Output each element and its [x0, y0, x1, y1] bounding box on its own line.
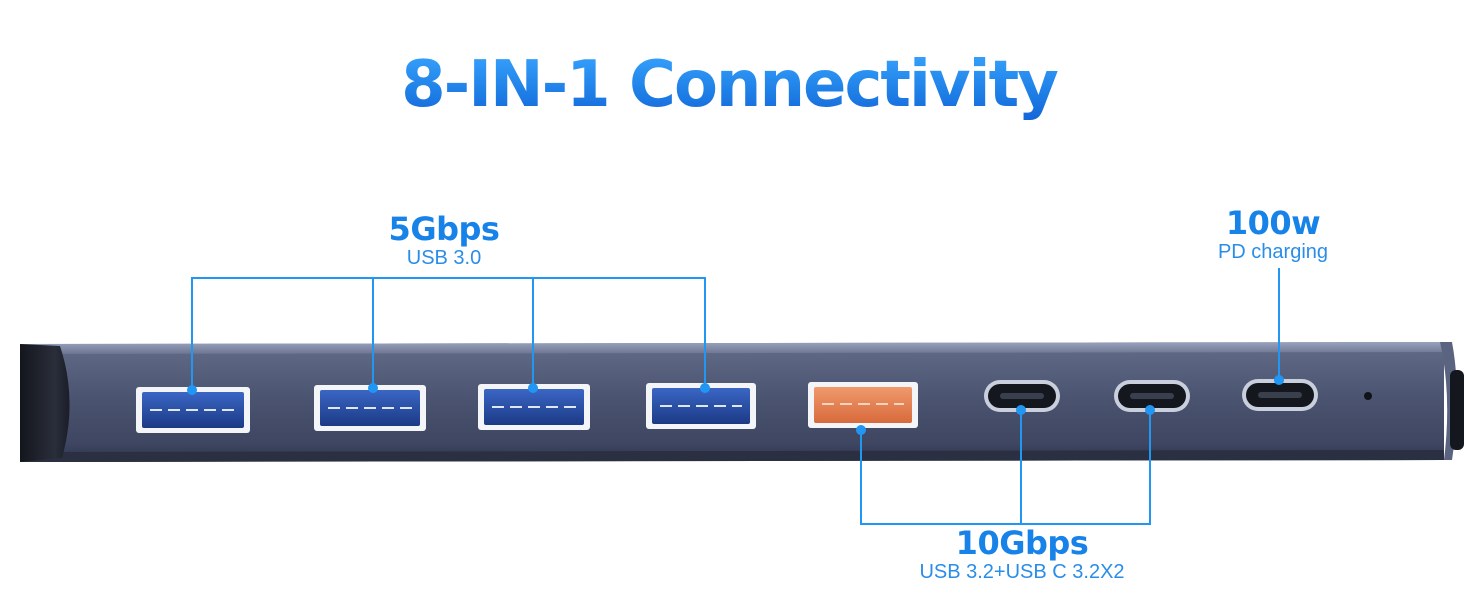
usb30-spec: USB 3.0 [406, 247, 482, 269]
usb-a-port-4 [646, 383, 756, 429]
usb32-speed: 10Gbps [955, 524, 1089, 562]
usb-c-port-pd [1242, 379, 1318, 411]
usb32-callout-lines [856, 405, 1155, 525]
pd-callout-line [1274, 268, 1284, 385]
pd-desc: PD charging [1217, 241, 1329, 263]
usb-c-port-1 [984, 380, 1060, 412]
usb-a-port-3 [478, 384, 590, 430]
pd-power: 100w [1225, 204, 1321, 242]
usb-a-fast-port [808, 382, 918, 428]
pd-label: 100w PD charging [1173, 206, 1373, 264]
page-title: 8-IN-1 Connectivity [0, 48, 1461, 122]
usb32-spec: USB 3.2+USB C 3.2X2 [919, 561, 1125, 583]
usb30-label: 5Gbps USB 3.0 [344, 212, 544, 270]
hub-cable [1450, 370, 1464, 450]
hub-left-cap [20, 344, 70, 462]
usb32-label: 10Gbps USB 3.2+USB C 3.2X2 [872, 526, 1172, 584]
usb-a-port-2 [314, 385, 426, 431]
hub-body [20, 342, 1464, 462]
usb-a-port-1 [136, 387, 250, 433]
indicator-led [1364, 392, 1372, 400]
usb30-speed: 5Gbps [388, 210, 500, 248]
usb-c-port-2 [1114, 380, 1190, 412]
usb30-callout-lines [187, 277, 710, 395]
